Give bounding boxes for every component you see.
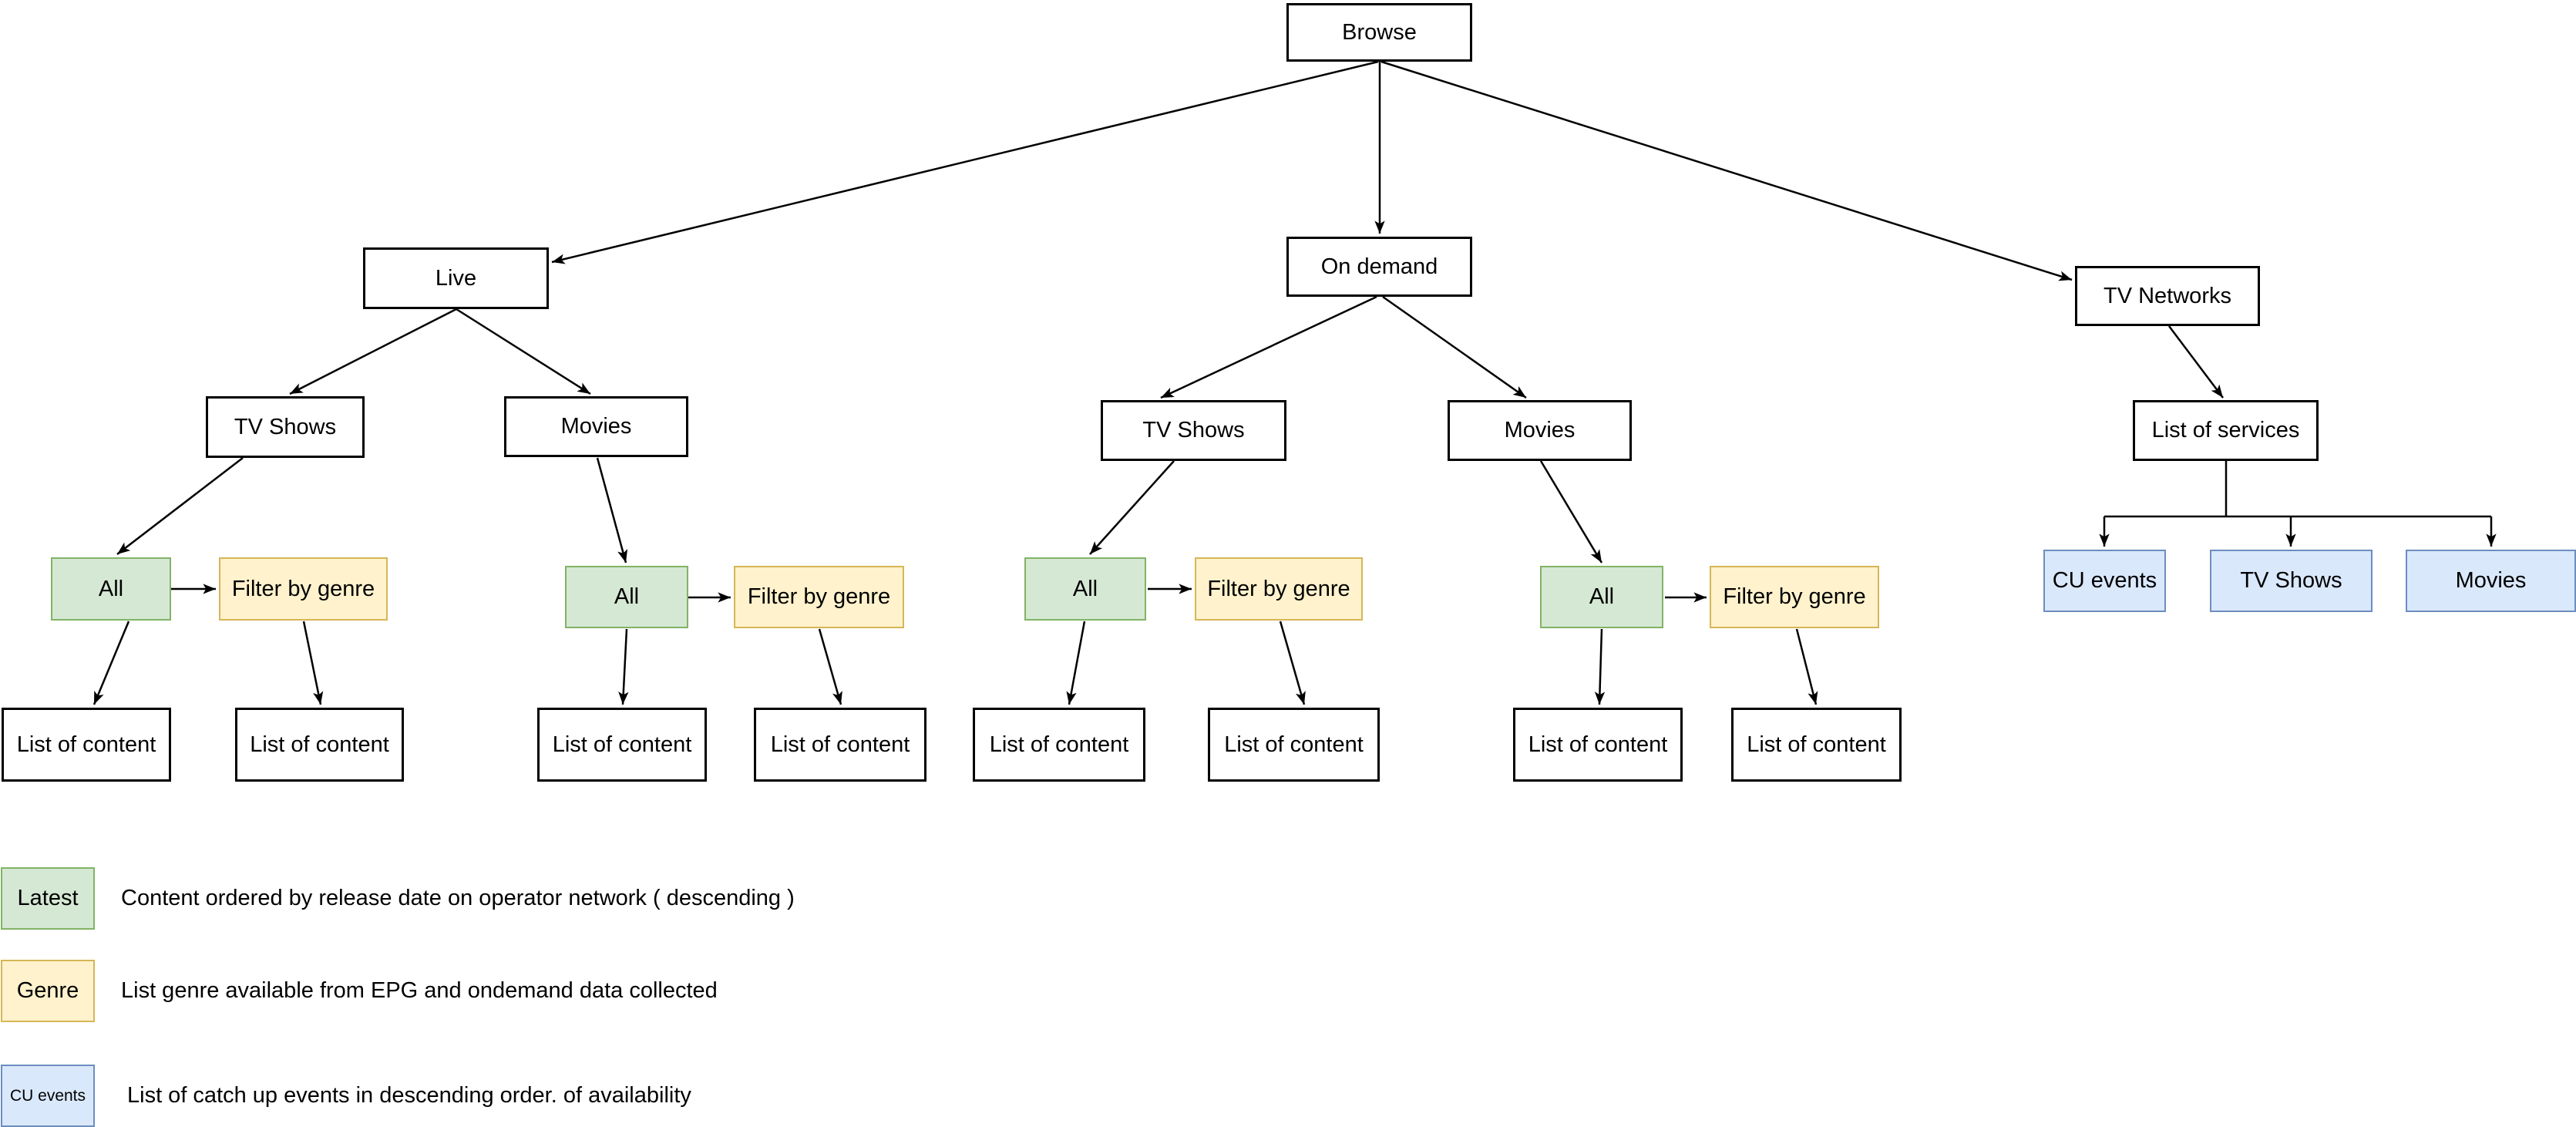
node-od-movies-all: All [1540,566,1663,628]
edge-livemov-all-loc [618,628,629,705]
node-od-tv-shows: TV Shows [1101,400,1286,461]
node-browse: Browse [1286,3,1472,62]
node-list-of-content-6: List of content [1208,708,1380,782]
node-list-of-content-2: List of content [235,708,404,782]
node-list-of-content-8: List of content [1731,708,1902,782]
node-live-movies-all: All [565,566,688,628]
node-od-movies-filter-by-genre: Filter by genre [1710,566,1879,628]
legend-description-cu-events: List of catch up events in descending or… [127,1083,691,1108]
node-live-movies-filter-by-genre: Filter by genre [734,566,904,628]
legend-swatch-genre: Genre [1,960,95,1022]
node-od-tv-filter-by-genre: Filter by genre [1195,557,1363,621]
node-live-tv-all: All [51,557,171,621]
legend-swatch-cu-events: CU events [1,1065,95,1127]
node-live-tv-filter-by-genre: Filter by genre [219,557,388,621]
edge-ondemand-movies [1382,295,1527,399]
node-list-of-services: List of services [2133,400,2319,461]
edge-livemovies-all [596,457,628,564]
edge-browse-tvnetworks [1380,60,2073,281]
node-live-tv-shows: TV Shows [206,396,365,458]
edge-odtv-all-loc [1066,621,1086,705]
edge-livemov-filter-loc [818,628,842,705]
node-list-of-content-4: List of content [754,708,926,782]
node-list-of-content-3: List of content [537,708,707,782]
node-list-of-content-5: List of content [973,708,1145,782]
edge-odmov-filter-loc [1795,628,1818,705]
legend-description-latest: Content ordered by release date on opera… [121,886,795,910]
legend-description-genre: List genre available from EPG and ondema… [121,978,718,1003]
legend-swatch-latest: Latest [1,867,95,930]
edge-live-movies [456,308,591,395]
edge-odtv-filter-loc [1279,621,1306,705]
node-tv-networks: TV Networks [2075,266,2260,326]
node-cu-events: CU events [2043,550,2166,612]
edge-tvnetworks-services [2168,325,2224,399]
node-network-movies: Movies [2406,550,2576,612]
edge-live-tvshows [289,308,457,395]
node-od-tv-all: All [1024,557,1146,621]
edge-livetv-all-loc [92,621,130,705]
node-live: Live [363,247,549,309]
node-list-of-content-7: List of content [1513,708,1683,782]
node-network-tv-shows: TV Shows [2210,550,2373,612]
edge-odmov-all-loc [1594,628,1606,705]
edge-livetv-filter-loc [302,621,324,705]
edge-odtvshows-all [1089,460,1175,555]
edge-browse-live [551,60,1379,264]
edge-services-elbow [2104,461,2491,518]
edge-odmovies-all [1539,460,1603,564]
node-od-movies: Movies [1448,400,1632,461]
node-on-demand: On demand [1286,237,1472,297]
edge-livetvshows-all [116,457,244,555]
edge-ondemand-tvshows [1160,295,1377,399]
node-list-of-content-1: List of content [2,708,171,782]
node-live-movies: Movies [504,396,688,457]
